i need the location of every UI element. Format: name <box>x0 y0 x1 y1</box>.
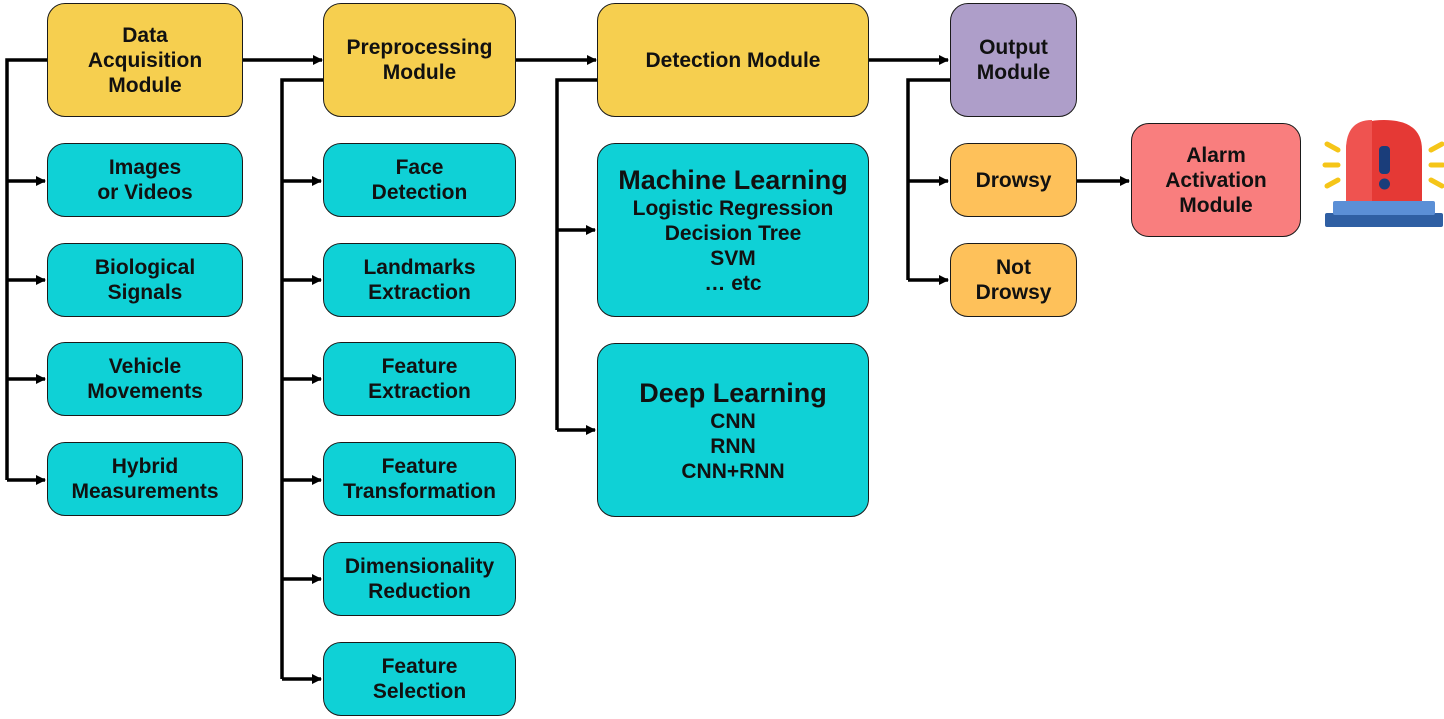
detection-branch-spine <box>555 78 597 430</box>
node-label-line: Images <box>108 156 182 179</box>
node-label-line: Face <box>395 156 444 179</box>
deep-learning-item: CNN <box>710 409 756 433</box>
node-label-line: Selection <box>372 680 467 703</box>
node-label-line: Acquisition <box>87 48 203 72</box>
node-label-line: Alarm <box>1186 143 1246 167</box>
node-label-line: Preprocessing <box>346 36 493 59</box>
node-label-line: Hybrid <box>111 455 179 478</box>
detection-module: Detection Module <box>597 3 869 117</box>
machine-learning-item: Logistic Regression <box>632 197 834 220</box>
deep-learning-heading: Deep Learning <box>639 377 827 408</box>
node-label-line: Reduction <box>368 580 471 603</box>
node-label-line: Detection <box>371 181 468 204</box>
alarm-siren-icon <box>1322 120 1444 227</box>
node-label-line: Vehicle <box>108 355 182 378</box>
node-label-line: Drowsy <box>975 168 1052 192</box>
node-label-line: Biological <box>94 256 196 279</box>
node-label-line: Module <box>382 61 457 84</box>
deep-learning-item: RNN <box>710 434 756 458</box>
node-label-line: Data <box>122 23 168 47</box>
node-label-line: Drowsy <box>975 281 1052 304</box>
node-label-line: Transformation <box>343 480 496 503</box>
node-label-line: Not <box>996 256 1031 279</box>
node-label-line: Measurements <box>71 480 219 503</box>
node-label-line: or Videos <box>97 181 193 204</box>
state-drowsy: Drowsy <box>950 143 1077 217</box>
node-label-line: Activation <box>1165 168 1267 192</box>
node-label-line: Extraction <box>368 281 471 304</box>
method-machine-learning: Machine Learning Logistic Regression Dec… <box>597 143 869 317</box>
node-label-line: Movements <box>87 380 203 403</box>
machine-learning-item: SVM <box>710 247 756 270</box>
node-label-line: Module <box>976 61 1051 84</box>
node-label-line: Feature <box>381 455 458 478</box>
method-deep-learning: Deep Learning CNN RNN CNN+RNN <box>597 343 869 517</box>
node-label-line: Output <box>979 36 1048 59</box>
node-label-line: Module <box>1179 193 1253 217</box>
machine-learning-heading: Machine Learning <box>618 165 848 195</box>
node-label-line: Dimensionality <box>344 555 495 578</box>
machine-learning-item: … etc <box>704 272 762 295</box>
machine-learning-item: Decision Tree <box>664 222 802 245</box>
node-label-line: Feature <box>381 655 458 678</box>
node-label-line: Extraction <box>368 380 471 403</box>
node-label-line: Feature <box>381 355 458 378</box>
node-label-line: Signals <box>107 281 183 304</box>
node-label-line: Landmarks <box>363 256 476 279</box>
deep-learning-item: CNN+RNN <box>681 459 785 483</box>
acquisition-branch-spine <box>5 58 47 480</box>
node-label-line: Module <box>108 73 182 97</box>
output-branch-spine <box>906 78 950 280</box>
node-label-line: Detection Module <box>645 48 821 72</box>
